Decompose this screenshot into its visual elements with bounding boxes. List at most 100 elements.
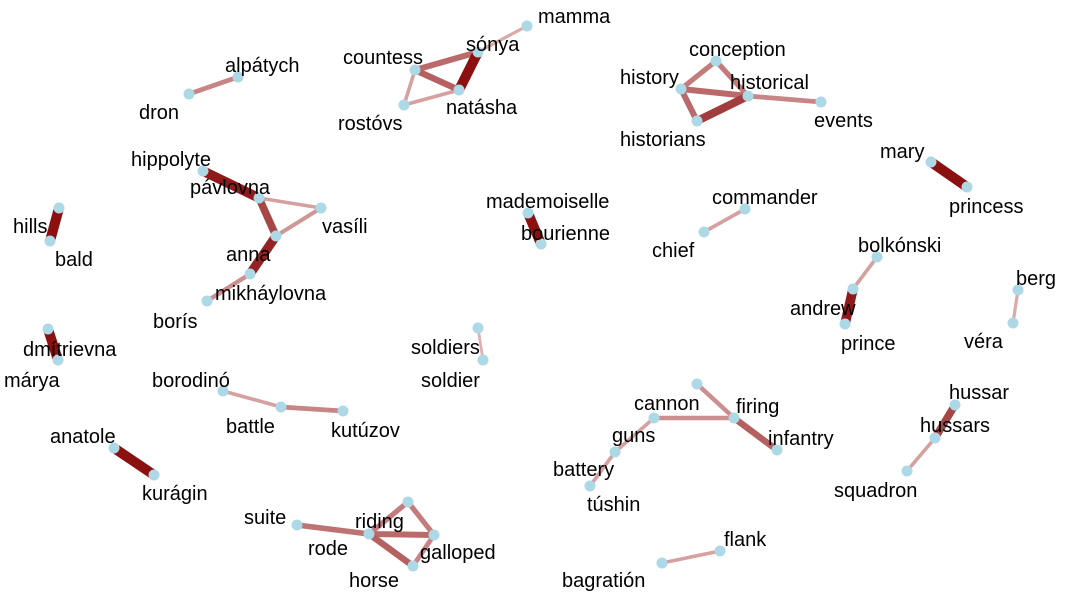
- node-label-riding: riding: [355, 511, 404, 533]
- edge-history-historical: [678, 86, 751, 99]
- node-soldiers: [472, 322, 484, 334]
- edge-rode-galloped: [366, 531, 437, 538]
- node-dmitrievna: [42, 323, 54, 335]
- node-label-mikhaylovna: mikháylovna: [215, 283, 327, 305]
- edge-mademoiselle-bourienne: [523, 208, 546, 249]
- edge-hippolyte-pavlovna: [198, 166, 264, 203]
- node-label-flank: flank: [724, 529, 767, 551]
- edge-sonya-natasha: [454, 47, 483, 95]
- node-mikhaylovna: [244, 268, 256, 280]
- node-label-battle: battle: [226, 416, 275, 438]
- node-layer: [42, 20, 1024, 572]
- edge-guns-battery: [613, 416, 656, 454]
- node-label-kutuzov: kutúzov: [331, 420, 400, 442]
- edge-natasha-rostovs: [402, 88, 461, 107]
- node-label-prince: prince: [841, 333, 895, 355]
- node-label-horse: horse: [349, 570, 399, 592]
- node-dron: [183, 88, 195, 100]
- node-label-events: events: [814, 110, 873, 132]
- edge-firing-infantry: [730, 414, 781, 454]
- node-label-anna: anna: [226, 244, 271, 266]
- edge-andrew-prince: [840, 284, 858, 329]
- node-guns: [648, 412, 660, 424]
- node-berg: [1012, 284, 1024, 296]
- edge-hussars-squadron: [905, 436, 937, 473]
- node-alpatych: [232, 71, 244, 83]
- node-marya: [52, 354, 64, 366]
- node-history: [675, 83, 687, 95]
- node-bourienne: [535, 238, 547, 250]
- node-mamma: [521, 20, 533, 32]
- edge-anna-mikhaylovna: [245, 231, 281, 279]
- node-battle: [275, 401, 287, 413]
- edge-bolkonski-andrew: [851, 255, 879, 291]
- node-andrew: [847, 283, 859, 295]
- node-suite: [291, 519, 303, 531]
- node-hippolyte: [197, 165, 209, 177]
- node-label-hussars: hussars: [920, 415, 990, 437]
- node-bolkonski: [871, 251, 883, 263]
- edge-commander-chief: [702, 207, 747, 234]
- node-label-tushin: túshin: [587, 494, 640, 516]
- edge-history-historians: [678, 86, 700, 124]
- node-label-marya: márya: [4, 370, 60, 392]
- node-label-kuragin: kurágin: [142, 483, 208, 505]
- node-prince: [839, 318, 851, 330]
- node-label-bourienne: bourienne: [521, 223, 610, 245]
- node-label-anatole: anatole: [50, 426, 116, 448]
- node-bald: [44, 235, 56, 247]
- node-cannon: [691, 378, 703, 390]
- node-label-mamma: mamma: [538, 6, 611, 28]
- node-label-sonya: sónya: [466, 34, 520, 56]
- edge-layer: [43, 24, 1020, 570]
- node-label-mademoiselle: mademoiselle: [486, 191, 609, 213]
- node-borodino: [217, 385, 229, 397]
- node-label-princess: princess: [949, 196, 1023, 218]
- edge-historians-historical: [693, 92, 752, 125]
- node-vera: [1007, 317, 1019, 329]
- node-riding: [402, 496, 414, 508]
- node-historical: [742, 90, 754, 102]
- edge-countess-natasha: [411, 66, 463, 94]
- node-label-soldiers: soldiers: [411, 337, 480, 359]
- node-label-suite: suite: [244, 507, 286, 529]
- edge-hills-bald: [45, 203, 64, 246]
- node-label-andrew: andrew: [790, 298, 856, 320]
- edge-history-conception: [678, 58, 719, 92]
- edge-hussar-hussars: [931, 401, 959, 442]
- node-rostovs: [398, 99, 410, 111]
- edge-horse-galloped: [410, 532, 437, 569]
- edge-riding-rode: [366, 499, 411, 537]
- node-horse: [407, 560, 419, 572]
- node-label-cannon: cannon: [634, 393, 700, 415]
- edge-rode-horse: [365, 530, 417, 570]
- node-squadron: [901, 465, 913, 477]
- node-kutuzov: [337, 405, 349, 417]
- node-mary: [925, 156, 937, 168]
- node-flank: [714, 545, 726, 557]
- edge-cannon-firing: [694, 381, 737, 421]
- node-label-bolkonski: bolkónski: [858, 235, 941, 257]
- node-battery: [609, 446, 621, 458]
- node-conception: [710, 55, 722, 67]
- node-soldier: [477, 354, 489, 366]
- edge-countess-rostovs: [402, 68, 417, 107]
- node-label-bald: bald: [55, 249, 93, 271]
- node-natasha: [453, 84, 465, 96]
- edge-alpatych-dron: [186, 74, 241, 97]
- node-label-battery: battery: [553, 459, 614, 481]
- node-label-hussar: hussar: [949, 382, 1009, 404]
- node-countess: [409, 64, 421, 76]
- node-anatole: [108, 442, 120, 454]
- node-label-bagration: bagratión: [562, 570, 645, 592]
- edge-suite-rode: [294, 522, 372, 537]
- node-label-dmitrievna: dmítrievna: [23, 339, 117, 361]
- node-chief: [698, 226, 710, 238]
- edge-berg-vera: [1011, 288, 1020, 325]
- edge-countess-sonya: [412, 49, 481, 73]
- node-mademoiselle: [522, 207, 534, 219]
- node-label-soldier: soldier: [421, 370, 480, 392]
- node-label-historians: historians: [620, 129, 706, 151]
- edge-historical-events: [745, 93, 824, 105]
- node-label-natasha: natásha: [446, 97, 518, 119]
